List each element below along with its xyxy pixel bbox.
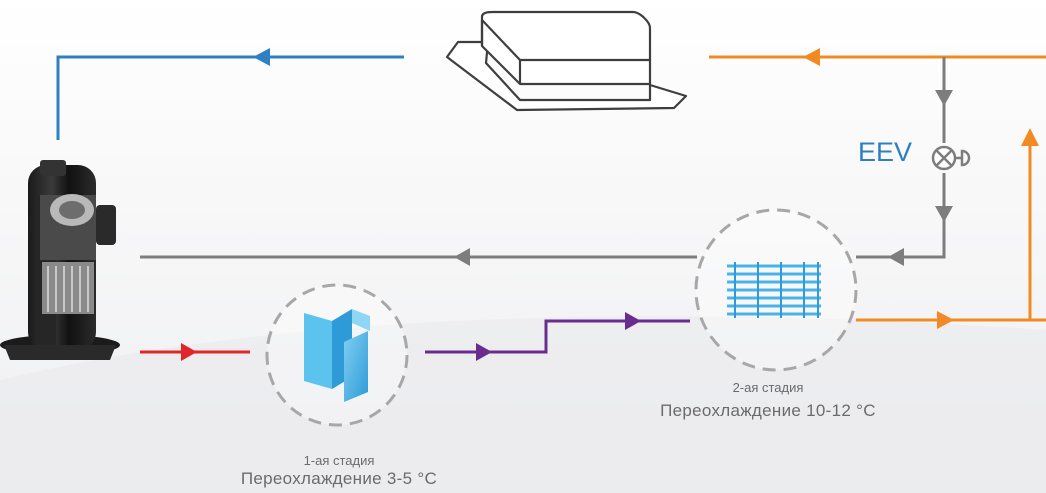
- gray-injection-line: [140, 57, 953, 266]
- stage2-coil-tubes: [727, 264, 821, 316]
- stage1-plate-right: [344, 331, 368, 402]
- orange-arrow-right: [937, 311, 954, 329]
- orange-arrow-left: [803, 48, 820, 66]
- red-arrow-right: [181, 343, 197, 361]
- gray-arrow-left-1: [888, 248, 904, 266]
- blue-suction-line: [56, 48, 404, 140]
- eev-label: EEV: [858, 137, 913, 167]
- stage1-title: 1-ая стадия: [303, 453, 375, 468]
- stage1-subcooler: [265, 283, 409, 427]
- background-swoosh: [0, 316, 1046, 493]
- stage2-subcooler: [694, 208, 858, 372]
- gray-arrow-left-2: [454, 248, 470, 266]
- gray-arrow-down-1: [935, 90, 953, 106]
- purple-arrow-right-1: [476, 343, 492, 361]
- orange-arrow-up: [1021, 128, 1039, 146]
- blue-arrow-left: [253, 48, 270, 66]
- stage1-subtitle: Переохлаждение 3-5 °C: [240, 469, 438, 488]
- purple-arrow-right-2: [625, 312, 641, 330]
- eev-valve-icon: [931, 145, 971, 171]
- red-discharge-line: [140, 343, 250, 361]
- stage2-title: 2-ая стадия: [732, 380, 804, 395]
- purple-line: [425, 312, 690, 361]
- stage2-subtitle: Переохлаждение 10-12 °C: [660, 401, 876, 420]
- stage1-plate-left: [304, 313, 332, 389]
- gray-arrow-down-2: [935, 206, 953, 222]
- compressor-icon: [0, 160, 120, 360]
- orange-liquid-line: [709, 48, 1046, 329]
- indoor-unit-icon: [445, 10, 688, 112]
